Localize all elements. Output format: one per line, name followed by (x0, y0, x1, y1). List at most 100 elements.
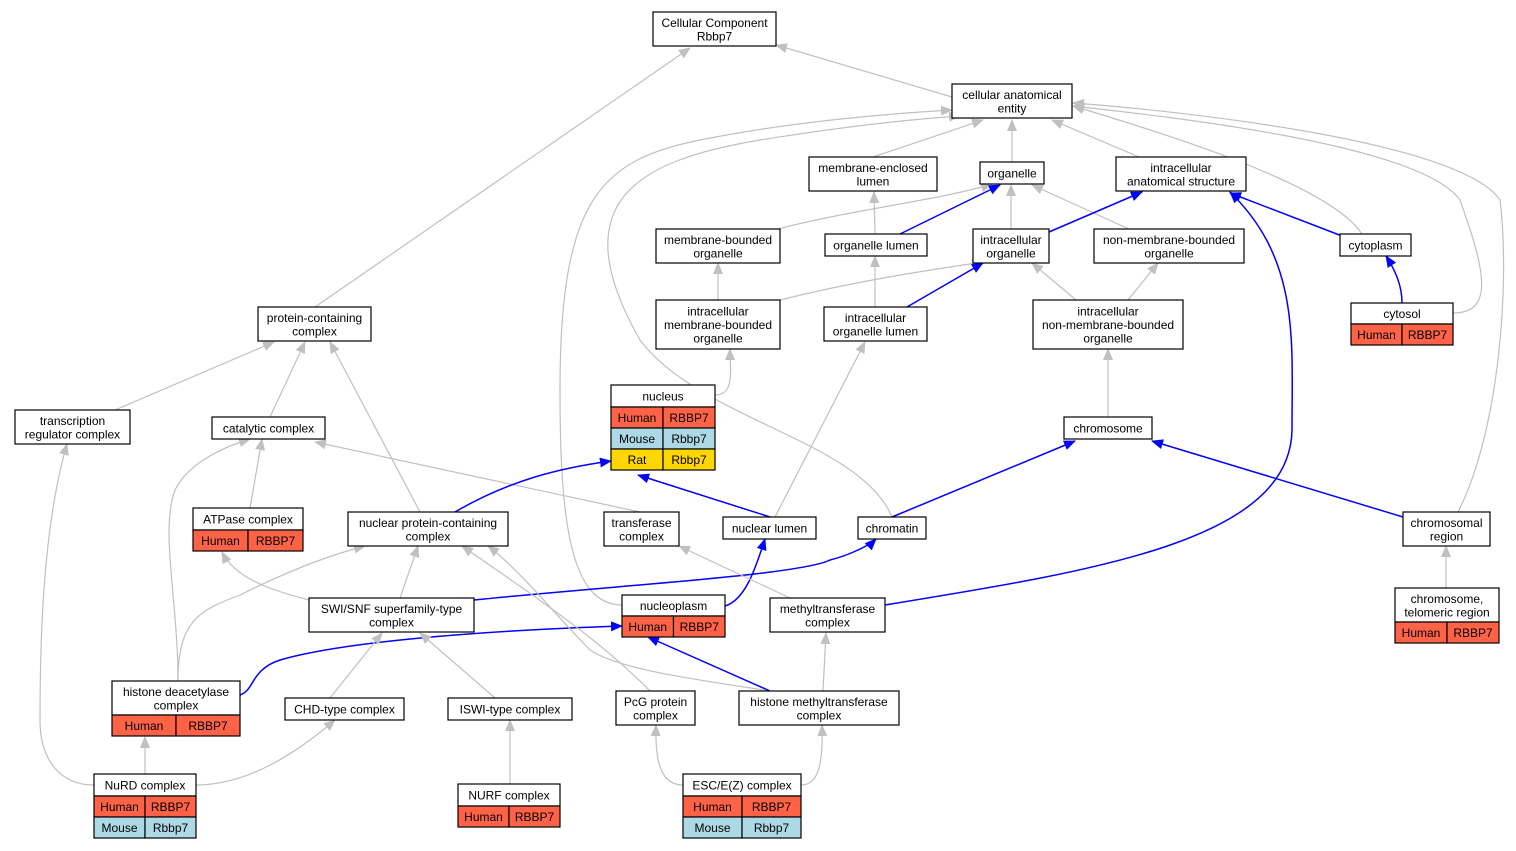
term-box (14, 409, 131, 445)
term-label-line: intracellular (845, 311, 906, 325)
term-box (738, 690, 900, 726)
term-box (1115, 156, 1247, 192)
term-box (111, 680, 241, 716)
term-node-nuclear-lumen[interactable]: nuclear lumen (722, 516, 817, 540)
term-box (769, 597, 886, 633)
term-node-iswi-type-complex[interactable]: ISWI-type complex (447, 697, 573, 721)
term-label-line: lumen (857, 174, 890, 188)
term-node-catalytic-complex[interactable]: catalytic complex (211, 416, 326, 440)
term-label-line: nuclear protein-containing (359, 516, 497, 530)
edge-is-a-mbo-to-org (777, 182, 993, 230)
gene-symbol-label: RBBP7 (151, 800, 191, 814)
edge-is-a-cytosol-to-cae (1072, 102, 1483, 314)
term-box (308, 597, 475, 633)
term-box (1339, 233, 1412, 257)
species-label: Human (1357, 328, 1396, 342)
term-node-organelle[interactable]: organelle (979, 161, 1045, 185)
term-label-line: ESC/E(Z) complex (692, 779, 791, 793)
edge-is-a-pcc-to-cc (314, 47, 691, 308)
term-label-line: chromosomal (1410, 516, 1482, 530)
edge-is-a-esc-to-pcg (650, 724, 684, 786)
species-label: Human (201, 534, 240, 548)
term-label-line: cytosol (1383, 307, 1420, 321)
term-box (979, 161, 1045, 185)
term-label-line: nucleoplasm (640, 599, 707, 613)
term-node-chd-type-complex[interactable]: CHD-type complex (284, 697, 405, 721)
term-box (284, 697, 405, 721)
term-label-line: Rbbp7 (697, 29, 733, 43)
term-label-line: intracellular (1150, 161, 1211, 175)
term-node-intracellular-non-membrane-bounded-organelle[interactable]: intracellularnon-membrane-boundedorganel… (1032, 299, 1184, 350)
term-node-chromosome[interactable]: chromosome (1063, 416, 1153, 440)
term-node-chromatin[interactable]: chromatin (857, 516, 927, 540)
term-label-line: histone methyltransferase (750, 695, 888, 709)
edge-part-of-cr-to-chrom (1151, 439, 1404, 518)
term-label-line: organelle lumen (833, 239, 918, 253)
edge-part-of-hdac-to-nucleoplasm (239, 621, 623, 696)
term-label-line: telomeric region (1404, 605, 1489, 619)
term-label-line: Cellular Component (661, 16, 768, 30)
term-box (857, 516, 927, 540)
term-box (1093, 228, 1245, 264)
edge-is-a-mtc-to-trans (678, 545, 791, 599)
edge-part-of-hmt-to-nucleoplasm (647, 636, 771, 692)
edge-is-a-esc-to-hmt (800, 724, 828, 786)
species-label: Mouse (619, 432, 655, 446)
gene-cell (144, 816, 197, 839)
gene-symbol-label: Rbbp7 (754, 821, 790, 835)
term-node-cytoplasm[interactable]: cytoplasm (1339, 233, 1412, 257)
term-box (808, 156, 938, 192)
term-box (1032, 299, 1184, 350)
term-box (655, 228, 781, 264)
species-label: Human (464, 810, 503, 824)
term-label-line: organelle (1144, 246, 1194, 260)
species-label: Human (1402, 626, 1441, 640)
edge-is-a-ol-to-mel (869, 191, 880, 235)
edge-is-a-chd-to-swi (329, 632, 383, 699)
edge-is-a-hmt-to-npcc (487, 545, 771, 692)
edge-part-of-npcc-to-nucleus (454, 457, 612, 513)
species-label: Human (628, 620, 667, 634)
term-label-line: transcription (40, 414, 105, 428)
edge-part-of-iol-to-io (906, 262, 984, 308)
term-label-line: chromosome, (1411, 592, 1484, 606)
gene-cell (175, 714, 241, 737)
term-box (615, 690, 696, 726)
edge-part-of-cyto-to-ias (1229, 192, 1343, 237)
term-box (722, 516, 817, 540)
gene-symbol-label: RBBP7 (669, 411, 709, 425)
term-label-line: entity (998, 101, 1027, 115)
term-label-line: organelle (693, 246, 743, 260)
term-box (257, 306, 372, 342)
term-node-organelle-lumen[interactable]: organelle lumen (824, 233, 928, 257)
edge-is-a-trc-to-pcc (114, 341, 275, 411)
